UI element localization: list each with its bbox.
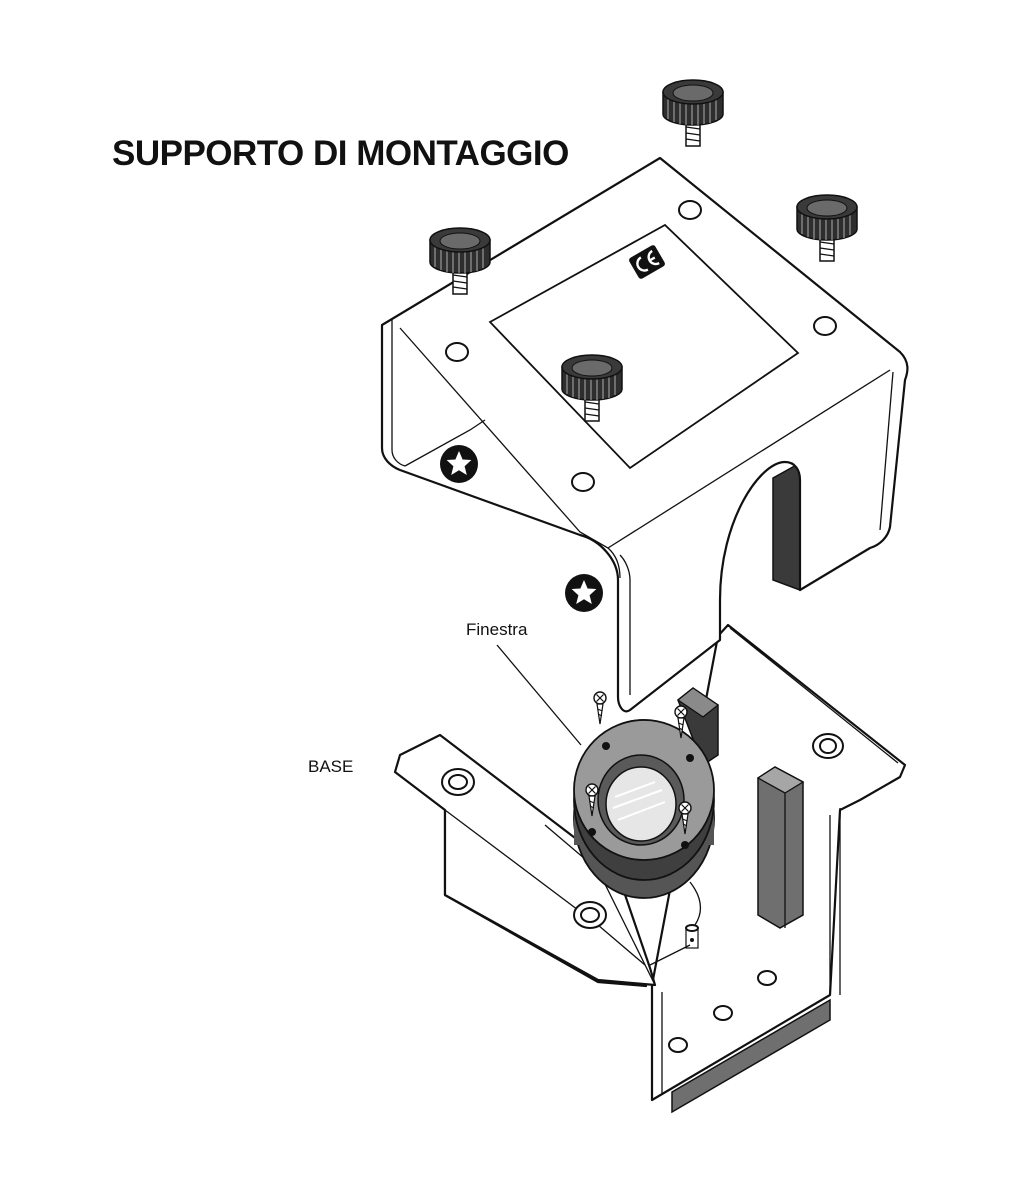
ce-mark-icon [629, 245, 665, 279]
window-assembly [573, 719, 715, 899]
diagram-title: SUPPORTO DI MONTAGGIO [112, 134, 569, 173]
mounting-bracket [380, 156, 909, 713]
base-bracket [393, 623, 907, 1114]
finestra-label: Finestra [466, 620, 528, 639]
base-label: BASE [308, 757, 354, 776]
finestra-leader-line [496, 644, 582, 746]
